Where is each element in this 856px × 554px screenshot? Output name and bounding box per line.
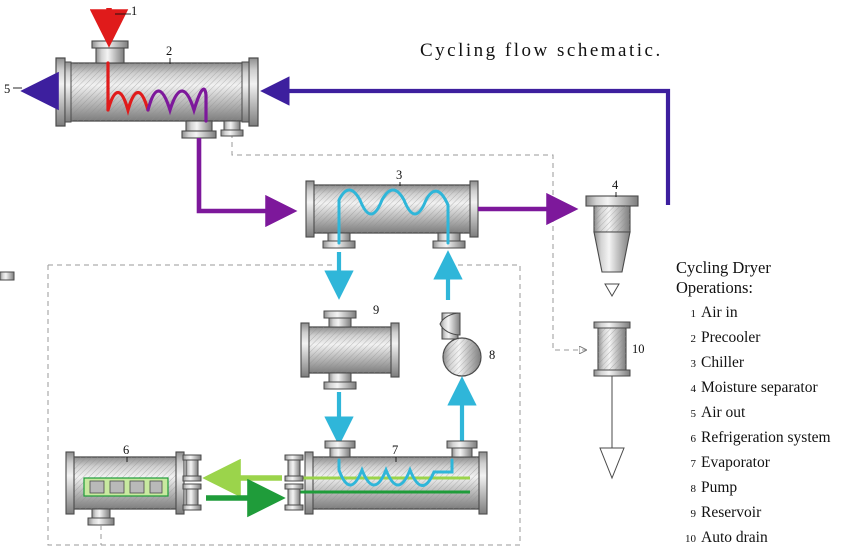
legend-item-label: Precooler	[701, 329, 761, 346]
callout-1: 1	[131, 4, 138, 18]
callout-7: 7	[392, 443, 399, 457]
legend-item-precooler: 2 Precooler	[676, 329, 856, 354]
callout-4: 4	[612, 178, 619, 192]
precooler-to-chiller-line	[196, 138, 298, 228]
legend-item-number: 10	[685, 533, 696, 545]
callout-5: 5	[4, 82, 11, 96]
legend-item-label: Auto drain	[701, 529, 768, 546]
legend-item-number: 3	[690, 358, 697, 370]
legend-item-air-out: 5 Air out	[676, 404, 856, 429]
callout-leaders	[126, 58, 617, 462]
callout-6: 6	[123, 443, 130, 457]
legend-title-line2: Operations:	[676, 278, 753, 297]
legend-item-air-in: 1 Air in	[676, 304, 856, 329]
legend-item-evaporator: 7 Evaporator	[676, 454, 856, 479]
legend-item-label: Air out	[701, 404, 746, 421]
evaporator-vessel	[295, 440, 488, 515]
legend-item-reservoir: 9 Reservoir	[676, 504, 856, 529]
refrigerant-valves	[182, 454, 304, 511]
air-out-arrow	[13, 71, 59, 111]
legend-item-label: Reservoir	[701, 504, 762, 521]
precooler-vessel	[55, 40, 259, 139]
legend-item-number: 2	[690, 333, 697, 345]
precooler-internal-coil	[106, 61, 208, 123]
legend-item-number: 9	[690, 508, 697, 520]
refrigeration-boundary	[47, 264, 521, 546]
page-title: Cycling flow schematic.	[420, 40, 663, 61]
legend-item-number: 1	[690, 308, 697, 320]
auto-drain	[593, 321, 631, 480]
legend-item-number: 4	[690, 383, 697, 395]
callout-8: 8	[489, 348, 496, 362]
pump-unit	[439, 312, 482, 377]
legend-item-number: 5	[690, 408, 697, 420]
legend-item-label: Evaporator	[701, 454, 770, 471]
callout-10: 10	[632, 342, 645, 356]
legend-item-refrigeration-system: 6 Refrigeration system	[676, 429, 856, 454]
legend-item-label: Air in	[701, 304, 738, 321]
legend-item-number: 8	[690, 483, 697, 495]
legend-item-label: Moisture separator	[701, 379, 818, 396]
legend-item-label: Pump	[701, 479, 738, 496]
return-air-line	[260, 76, 671, 205]
air-in-arrow	[89, 8, 131, 48]
callout-9: 9	[373, 303, 380, 317]
callout-3: 3	[396, 168, 403, 182]
drain-signal-line	[231, 133, 586, 350]
reservoir-vessel	[300, 310, 400, 390]
legend-item-moisture-separator: 4 Moisture separator	[676, 379, 856, 404]
legend-item-number: 7	[690, 458, 697, 470]
legend: Cycling Dryer Operations: 1 Air in 2 Pre…	[676, 258, 856, 554]
callout-2: 2	[166, 44, 173, 58]
chiller-vessel	[305, 180, 479, 249]
legend-title-line1: Cycling Dryer	[676, 258, 771, 277]
legend-item-label: Refrigeration system	[701, 429, 831, 446]
legend-item-label: Chiller	[701, 354, 745, 371]
legend-list: 1 Air in 2 Precooler 3 Chiller 4 Moistur…	[676, 304, 856, 554]
moisture-separator	[0, 195, 639, 297]
legend-item-auto-drain: 10 Auto drain	[676, 529, 856, 554]
refrigeration-system-vessel	[65, 451, 185, 545]
legend-item-pump: 8 Pump	[676, 479, 856, 504]
legend-item-number: 6	[690, 433, 697, 445]
legend-item-chiller: 3 Chiller	[676, 354, 856, 379]
